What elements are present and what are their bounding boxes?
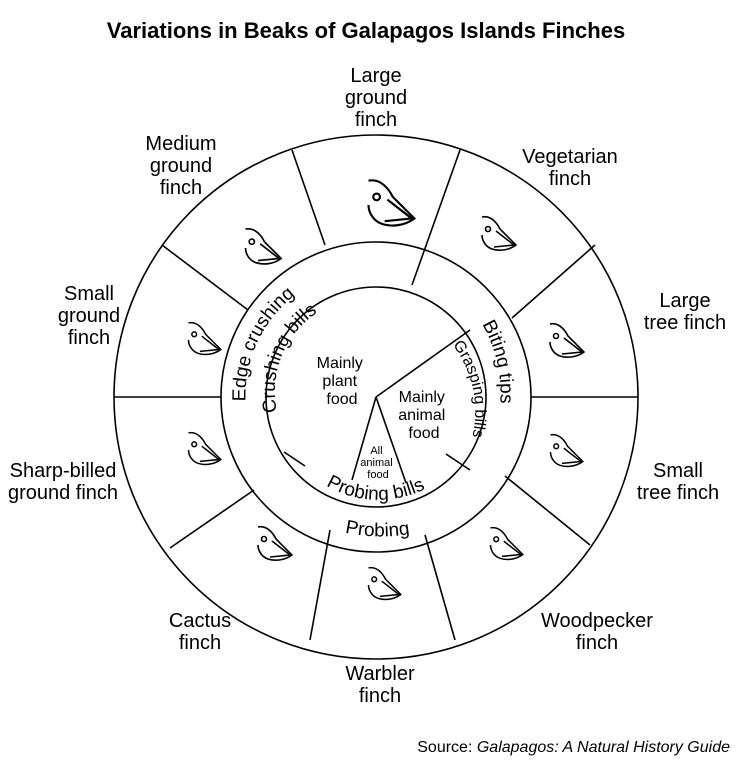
mainly-plant-food-label: Mainly plant food (317, 355, 368, 408)
finch-head-icon (367, 566, 402, 601)
source-note: Source: Galapagos: A Natural History Gui… (417, 739, 730, 756)
probing-label: Probing (344, 517, 411, 542)
finch-head-icon (367, 179, 417, 227)
finch-head-icon (187, 431, 222, 466)
finch-head-icon (549, 322, 586, 358)
middle-ring-dividers (283, 451, 471, 471)
outer-ring-dividers (114, 149, 638, 641)
finch-head-icon (549, 433, 584, 468)
finch-head-icon (244, 228, 283, 265)
finch-head-icon (257, 525, 294, 561)
finch-head-icon (481, 215, 518, 251)
finch-head-icon (187, 321, 222, 356)
all-animal-food-label: All animal food (360, 445, 395, 481)
inner-ring (265, 286, 487, 508)
finch-head-icon (489, 526, 524, 561)
mainly-animal-food-label: Mainly animal food (398, 389, 450, 442)
center-dividers (351, 329, 471, 484)
grasping-bills-label: Grasping bills (449, 337, 488, 439)
diagram-title: Variations in Beaks of Galapagos Islands… (107, 18, 625, 43)
